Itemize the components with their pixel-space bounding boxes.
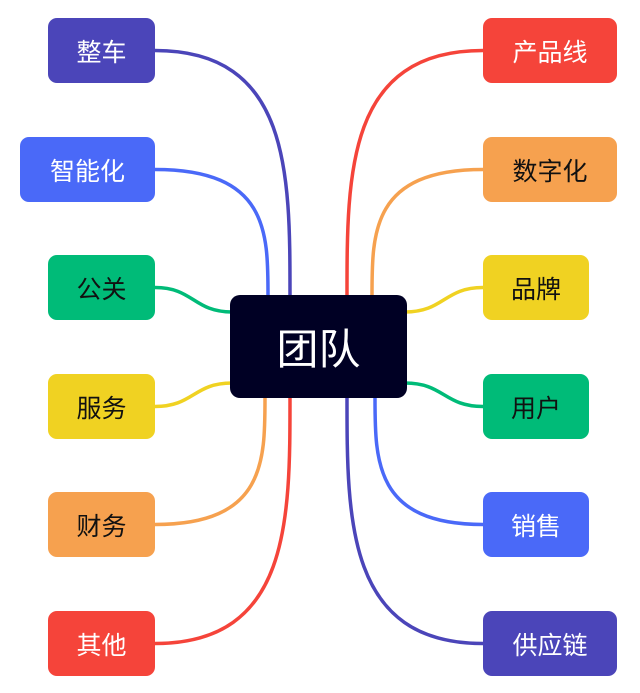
topic-node-right-0[interactable]: 产品线	[483, 18, 617, 83]
topic-node-left-4[interactable]: 财务	[48, 492, 155, 557]
connector-right-0	[345, 48, 484, 296]
connector-left-0	[154, 48, 292, 296]
topic-label: 数字化	[512, 156, 588, 186]
connector-right-3	[404, 381, 484, 409]
topic-label: 供应链	[512, 630, 588, 660]
topic-node-left-3[interactable]: 服务	[48, 374, 155, 439]
topic-label: 其他	[76, 630, 127, 660]
connector-right-5	[345, 397, 484, 646]
central-topic-node[interactable]: 团队	[230, 295, 407, 398]
topic-label: 品牌	[510, 274, 561, 304]
topic-label: 产品线	[512, 37, 588, 67]
topic-node-left-2[interactable]: 公关	[48, 255, 155, 320]
topic-label: 智能化	[49, 156, 125, 186]
central-topic-label: 团队	[276, 325, 361, 374]
topic-label: 整车	[76, 37, 127, 67]
topic-node-left-0[interactable]: 整车	[48, 18, 155, 83]
topic-label: 公关	[76, 274, 127, 304]
connector-right-1	[370, 167, 484, 296]
topic-label: 销售	[510, 511, 561, 541]
topic-node-left-1[interactable]: 智能化	[20, 137, 155, 202]
topic-node-left-5[interactable]: 其他	[48, 611, 155, 676]
topic-label: 服务	[76, 393, 127, 423]
topic-node-right-3[interactable]: 用户	[483, 374, 589, 439]
topic-node-right-4[interactable]: 销售	[483, 492, 589, 557]
connector-left-2	[154, 285, 233, 314]
connector-left-1	[154, 167, 270, 296]
connector-right-2	[404, 285, 484, 314]
connector-right-4	[373, 397, 484, 527]
topic-label: 财务	[76, 511, 127, 541]
topic-label: 用户	[510, 393, 561, 423]
topic-node-right-2[interactable]: 品牌	[483, 255, 589, 320]
connector-left-4	[154, 397, 267, 527]
connector-left-3	[154, 381, 233, 409]
topic-node-right-1[interactable]: 数字化	[483, 137, 617, 202]
topic-node-right-5[interactable]: 供应链	[483, 611, 617, 676]
connector-left-5	[154, 397, 292, 646]
